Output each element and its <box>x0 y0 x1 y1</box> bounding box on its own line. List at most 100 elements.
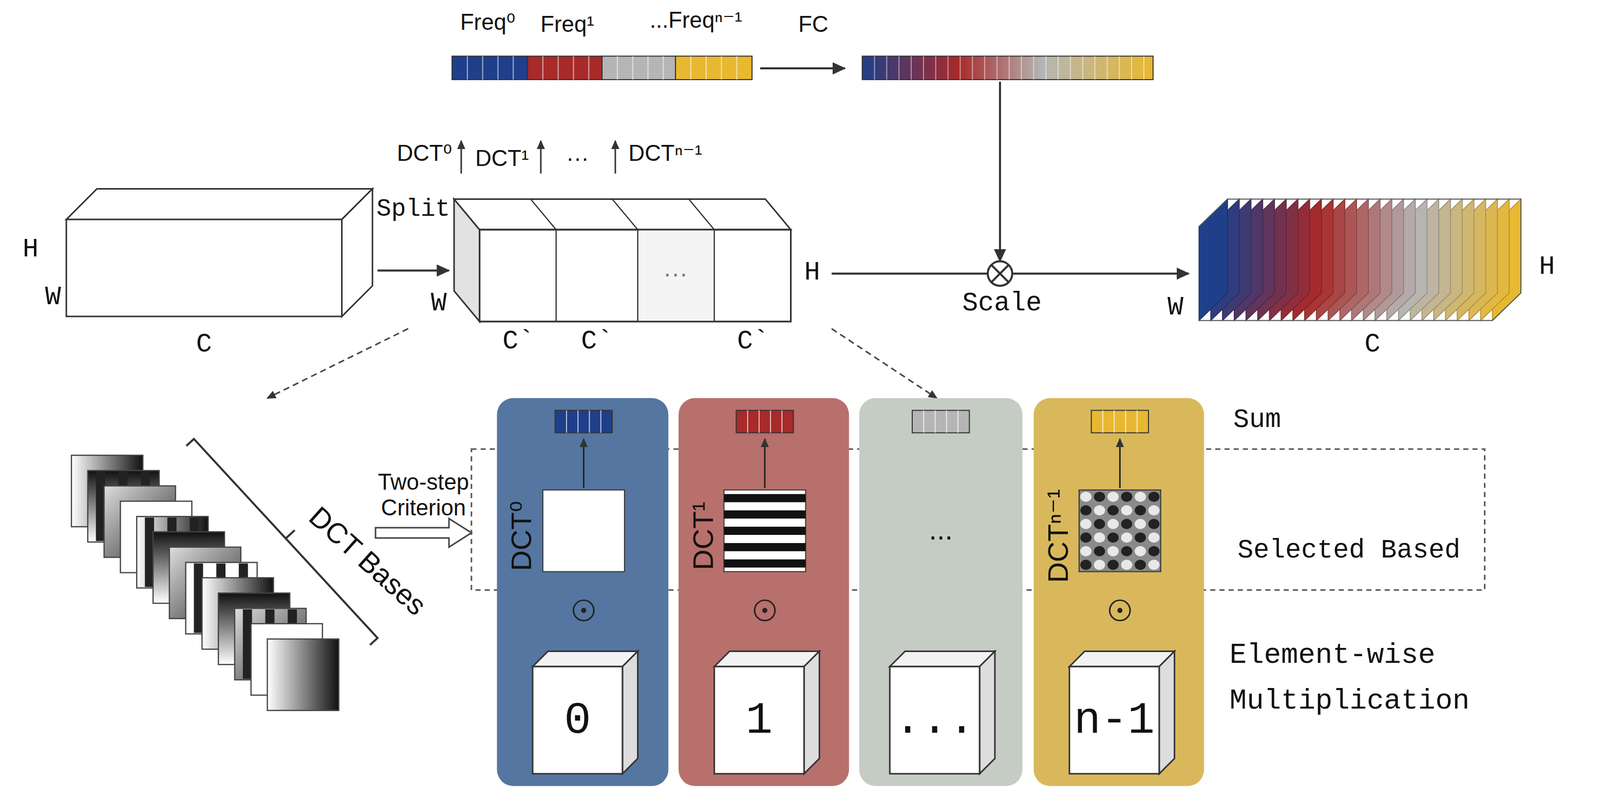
bar-divider <box>721 55 723 80</box>
bar-divider <box>1124 410 1126 434</box>
sum-arrow <box>582 438 585 488</box>
input-tensor-top <box>66 189 373 220</box>
dct-bases-stack <box>71 455 339 711</box>
panel-ground <box>1033 398 1204 786</box>
split-tensor-front <box>479 229 792 322</box>
bar-divider <box>769 410 771 434</box>
basis-cell <box>1121 546 1133 557</box>
label: Freq¹ <box>540 11 594 38</box>
basis-cell <box>1094 532 1106 543</box>
basis-cell <box>1080 491 1092 502</box>
sum-bar <box>555 410 613 434</box>
bar-divider <box>923 410 925 434</box>
bar-divider <box>1113 410 1115 434</box>
basis-cell <box>1080 559 1092 570</box>
label: H <box>22 234 39 266</box>
bar-divider <box>600 410 602 434</box>
bar-divider <box>935 55 937 80</box>
bar-divider <box>947 55 949 80</box>
split-tensor-top <box>454 198 792 230</box>
bar-divider <box>1045 55 1047 80</box>
criterion-arrow <box>375 518 472 548</box>
output-slice <box>1198 198 1228 320</box>
basis-cell <box>1148 546 1160 557</box>
dct-basis <box>267 638 339 711</box>
label: DCT⁰ <box>397 140 453 166</box>
basis-cell <box>1094 504 1106 516</box>
bar-divider <box>466 55 468 80</box>
bar-divider <box>1032 55 1034 80</box>
bar-divider <box>1008 55 1010 80</box>
dashed-arrow <box>831 328 937 399</box>
basis-cell <box>1107 546 1119 557</box>
cube-front <box>1069 666 1160 774</box>
basis-cell <box>1080 546 1092 557</box>
output-tensor <box>1198 198 1521 320</box>
basis-stripe <box>723 559 806 568</box>
basis-cell <box>1094 491 1106 502</box>
cube-top <box>1069 650 1175 667</box>
weight-arrow <box>999 81 1002 262</box>
bar-divider <box>957 410 959 434</box>
basis-cell <box>1134 559 1146 570</box>
bar-divider <box>616 55 618 80</box>
bar-divider <box>959 55 961 80</box>
bar-cells <box>467 55 1144 80</box>
cube-index: 0 <box>563 695 591 745</box>
cube-side <box>1159 650 1175 774</box>
basis-cell <box>1148 532 1160 543</box>
basis-cell <box>1107 559 1119 570</box>
freq-bar-blue <box>452 55 528 80</box>
label: C <box>196 329 213 361</box>
bar-divider <box>923 55 925 80</box>
sum-arrow <box>1119 438 1121 488</box>
label: Freq⁰ <box>460 9 516 36</box>
basis-cell <box>1134 504 1146 516</box>
basis-cell <box>1134 532 1146 543</box>
bar-divider <box>1102 410 1104 434</box>
label: W <box>1167 292 1184 324</box>
basis-cell <box>1121 518 1133 530</box>
label: C <box>1364 329 1381 361</box>
label: C` <box>737 326 769 357</box>
panel-ground <box>678 398 850 786</box>
dct-name: DCT⁰ <box>506 500 539 572</box>
bar-divider <box>1136 410 1138 434</box>
label: H <box>804 258 821 289</box>
freq-bar-gray <box>601 55 676 80</box>
basis-cell <box>1134 518 1146 530</box>
basis-stripe <box>723 542 806 552</box>
freq-bar-yellow <box>675 55 752 80</box>
cube-front <box>889 666 980 774</box>
basis-cell <box>1121 559 1133 570</box>
cube-side <box>803 650 820 774</box>
elementwise-dot <box>762 607 768 613</box>
basis-cell <box>1148 504 1160 516</box>
split-arrow <box>377 269 449 272</box>
split-tensor-outline <box>479 229 792 322</box>
basis-stripe <box>723 526 806 535</box>
bar-divider <box>747 410 749 434</box>
basis-cell <box>1107 518 1119 530</box>
label: H <box>1538 252 1555 283</box>
bar-divider <box>886 55 888 80</box>
bar-divider <box>1143 55 1145 80</box>
dct-name: ... <box>928 514 953 547</box>
bar-divider <box>705 55 707 80</box>
bar-divider <box>996 55 998 80</box>
bar-divider <box>1069 55 1071 80</box>
dct-name: DCT¹ <box>688 501 720 571</box>
basis-stripe <box>723 494 806 503</box>
bar-divider <box>1131 55 1133 80</box>
label: Scale <box>962 288 1042 319</box>
basis-cell <box>1121 532 1133 543</box>
bar-divider <box>662 55 664 80</box>
label: Two-step Criterion <box>362 468 485 521</box>
bar-divider <box>1106 55 1108 80</box>
basis-cell <box>1107 504 1119 516</box>
bar-divider <box>781 410 783 434</box>
output-arrow <box>1012 272 1190 275</box>
bar-divider <box>572 55 574 80</box>
dct-panel: DCT¹1 <box>678 398 850 786</box>
